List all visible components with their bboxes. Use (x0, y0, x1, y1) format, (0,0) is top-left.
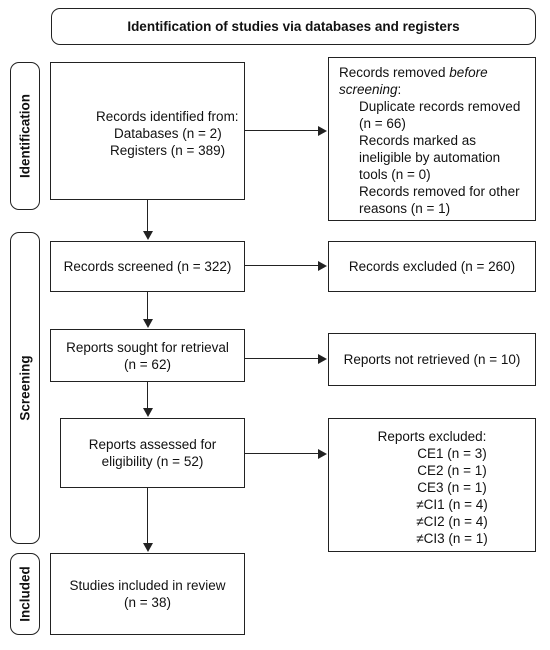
studies-included-line1: Studies included in review (69, 578, 226, 593)
records-removed-box: Records removed before screening: Duplic… (328, 57, 536, 221)
reports-sought-box: Reports sought for retrieval (n = 62) (50, 329, 245, 382)
arrowhead-right (318, 449, 327, 459)
connector-assessed-to-included (147, 488, 149, 544)
records-excluded-box: Records excluded (n = 260) (328, 241, 536, 292)
arrowhead-down (143, 319, 153, 328)
records-identified-box: Records identified from: Databases (n = … (50, 62, 245, 200)
exclusion-reason: CE2 (n = 1) (417, 463, 487, 478)
arrowhead-right (318, 354, 327, 364)
connector-identified-to-removed (245, 130, 319, 132)
databases-count: Databases (n = 2) (114, 126, 222, 141)
records-identified-title: Records identified from: (96, 109, 239, 124)
phase-included-label: Included (17, 566, 33, 622)
reports-not-retrieved-text: Reports not retrieved (n = 10) (343, 352, 521, 367)
records-screened-box: Records screened (n = 322) (50, 241, 245, 292)
reports-excluded-box: Reports excluded: CE1 (n = 3) CE2 (n = 1… (328, 418, 536, 552)
records-screened-text: Records screened (n = 322) (63, 259, 232, 274)
reports-sought-line2: (n = 62) (124, 356, 171, 372)
connector-identified-to-screened (147, 200, 149, 232)
exclusion-reason: ≠CI3 (n = 1) (416, 531, 488, 546)
arrowhead-down (143, 408, 153, 417)
exclusion-reason: ≠CI1 (n = 4) (416, 497, 488, 512)
phase-screening: Screening (10, 232, 40, 544)
connector-screened-to-sought (147, 292, 149, 320)
studies-included-line2: (n = 38) (124, 595, 171, 610)
reports-assessed-box: Reports assessed for eligibility (n = 52… (60, 418, 245, 488)
records-excluded-text: Records excluded (n = 260) (348, 259, 516, 274)
reports-excluded-title: Reports excluded: (377, 429, 487, 444)
arrowhead-right (318, 126, 327, 136)
duplicate-records-removed: Duplicate records removed (n = 66) (359, 99, 521, 131)
other-reasons-removed: Records removed for other reasons (n = 1… (359, 184, 520, 216)
exclusion-reason: ≠CI2 (n = 4) (416, 514, 488, 529)
phase-identification-label: Identification (17, 94, 33, 178)
diagram-header: Identification of studies via databases … (51, 8, 536, 45)
reports-assessed-line1: Reports assessed for (88, 437, 217, 452)
connector-assessed-to-excluded (245, 453, 319, 455)
arrowhead-down (143, 543, 153, 552)
exclusion-reason: CE3 (n = 1) (417, 480, 487, 495)
exclusion-reason: CE1 (n = 3) (417, 446, 487, 461)
studies-included-box: Studies included in review (n = 38) (50, 553, 245, 635)
phase-identification: Identification (10, 62, 40, 210)
connector-sought-to-assessed (147, 382, 149, 409)
registers-count: Registers (n = 389) (110, 143, 226, 158)
connector-screened-to-excluded (245, 265, 319, 267)
diagram-title: Identification of studies via databases … (127, 19, 460, 34)
phase-screening-label: Screening (17, 355, 33, 421)
records-removed-title: Records removed before screening: (339, 65, 488, 97)
arrowhead-right (318, 261, 327, 271)
reports-assessed-line2: eligibility (n = 52) (101, 454, 204, 469)
automation-ineligible-records: Records marked as ineligible by automati… (359, 133, 501, 182)
reports-not-retrieved-box: Reports not retrieved (n = 10) (328, 333, 536, 386)
reports-sought-line1: Reports sought for retrieval (66, 339, 229, 355)
phase-included: Included (10, 553, 40, 635)
arrowhead-down (143, 231, 153, 240)
connector-sought-to-not-retrieved (245, 358, 319, 360)
